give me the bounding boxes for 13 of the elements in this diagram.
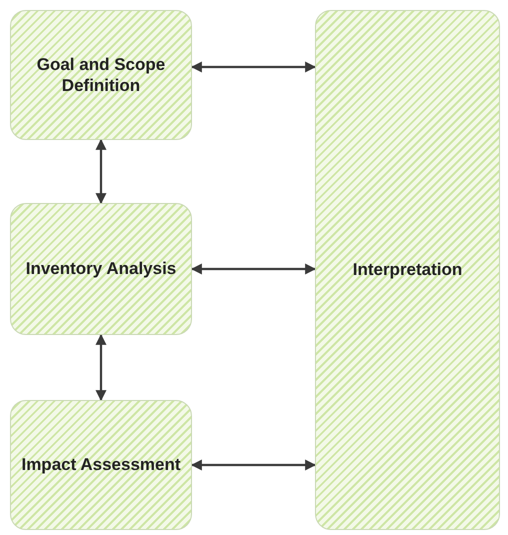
- double-arrow: [190, 264, 316, 274]
- box-label: Impact Assessment: [20, 454, 182, 476]
- process-box: [10, 10, 192, 140]
- box-label: Interpretation: [352, 259, 464, 281]
- box-label: Goal and Scope Definition: [36, 54, 166, 96]
- process-box: [315, 10, 500, 530]
- double-arrow: [96, 334, 106, 402]
- box-label: Inventory Analysis: [24, 258, 178, 280]
- process-box: [10, 203, 192, 335]
- double-arrow: [190, 460, 316, 470]
- double-arrow: [190, 62, 316, 72]
- double-arrow: [96, 138, 106, 204]
- process-box: [10, 400, 192, 530]
